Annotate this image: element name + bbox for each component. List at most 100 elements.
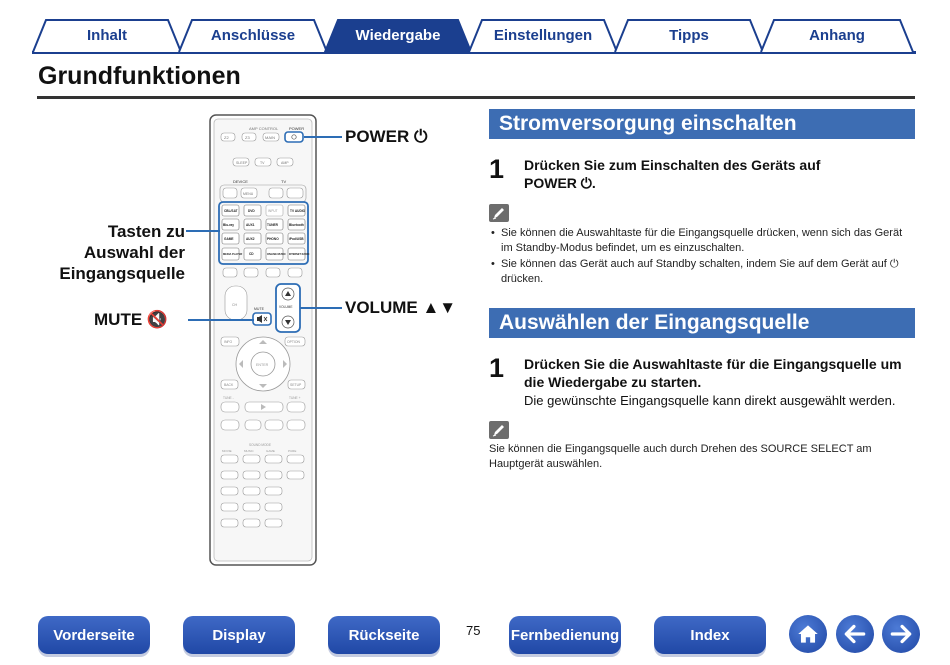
arrow-right-icon [890,624,912,644]
callout-input-keys-line3: Eingangsquelle [59,264,185,283]
section-power-heading: Stromversorgung einschalten [489,109,915,139]
page-title: Grundfunktionen [38,62,241,90]
tab-anschluesse[interactable]: Anschlüsse [178,18,328,52]
section-power-notes: Sie können die Auswahltaste für die Eing… [489,226,915,288]
tab-wiedergabe-label: Wiedergabe [355,26,441,44]
section-input-step-text: Drücken Sie die Auswahltaste für die Ein… [524,356,902,390]
tab-einstellungen-label: Einstellungen [493,26,593,44]
callout-mute: MUTE 🔇 [94,310,169,329]
top-tab-bar: Inhalt Anschlüsse Wiedergabe Einstellung… [32,18,916,54]
callout-power: POWER ⏻ [345,127,428,146]
remote-cbl-sat-label: CBL/SAT [224,209,238,213]
remote-z3-label: Z3 [245,135,250,140]
nav-index-button[interactable]: Index [654,616,766,654]
note-item: Sie können das Gerät auch auf Standby sc… [489,257,915,287]
tab-inhalt-label: Inhalt [87,26,127,44]
home-button[interactable] [789,615,827,653]
remote-tune-minus-label: TUNE - [223,396,234,400]
remote-zone-buttons: Z2 Z3 MAIN [220,132,280,142]
remote-top-buttons [232,157,294,167]
remote-ch-label: CH [232,303,238,307]
remote-cd-label: CD [249,252,254,256]
section-input-step-number: 1 [489,353,505,383]
remote-input-source-group [218,201,309,265]
remote-main-label: MAIN [265,135,275,140]
remote-media-player-label: MEDIA PLAYER [223,252,242,256]
section-input-step-sub: Die gewünschte Eingangsquelle kann direk… [524,393,896,408]
remote-mute-label: MUTE [254,307,265,311]
remote-pure-label: PURE [288,449,296,453]
remote-back-label: BACK [224,383,234,387]
remote-option-label: OPTION [287,340,301,344]
callout-volume-line [300,307,342,309]
tab-anschluesse-label: Anschlüsse [210,26,296,44]
remote-device-label: DEVICE [233,179,248,184]
callout-input-keys-line2: Auswahl der [83,243,185,262]
callout-input-keys-line1: Tasten zu [107,222,185,241]
remote-bluetooth-label: Bluetooth [289,223,304,227]
remote-device-buttons [222,187,304,199]
tab-anhang-label: Anhang [809,26,865,44]
remote-usb-label: iPod/USB [289,237,304,241]
tab-einstellungen[interactable]: Einstellungen [468,18,618,52]
remote-tv-audio-label: TV AUDIO [290,209,306,213]
tab-wiedergabe[interactable]: Wiedergabe [324,18,472,52]
remote-power-button [284,131,304,143]
remote-volume-label: VOLUME [279,305,292,309]
remote-aux1-label: AUX1 [246,223,255,227]
remote-phono-label: PHONO [267,237,279,241]
remote-game-mode-label: GAME [266,449,275,453]
remote-dvd-label: DVD [248,209,255,213]
remote-sound-mode-label: SOUND MODE [249,443,271,447]
remote-movie-label: MOVIE [222,449,232,453]
home-icon [798,625,818,643]
nav-front-button[interactable]: Vorderseite [38,616,150,654]
remote-tuner-label: TUNER [267,223,279,227]
remote-input-label: INPUT [268,209,278,213]
remote-enter-label: ENTER [256,363,269,367]
tab-bar-baseline [32,51,916,54]
remote-control-illustration: AMP CONTROL POWER Z2 Z3 MAIN SLEEP TV AM… [209,114,317,566]
remote-z2-label: Z2 [224,135,229,140]
remote-amp-label: AMP [281,161,289,165]
tab-inhalt[interactable]: Inhalt [32,18,182,52]
remote-setup-button [287,379,306,390]
remote-tv-label: TV [260,161,265,165]
remote-menu-label: MENU [243,192,254,196]
nav-display-button[interactable]: Display [183,616,295,654]
nav-remote-button[interactable]: Fernbedienung [509,616,621,654]
remote-bluray-label: Blu-ray [223,223,234,227]
callout-power-line [304,136,342,138]
arrow-left-icon [844,624,866,644]
remote-mute-icon [257,315,262,323]
section-input-heading: Auswählen der Eingangsquelle [489,308,915,338]
forward-button[interactable] [882,615,920,653]
nav-rear-button[interactable]: Rückseite [328,616,440,654]
tab-tipps-label: Tipps [669,26,709,44]
remote-navigation-pad [235,336,291,392]
remote-aux2-label: AUX2 [246,237,255,241]
remote-tv-group-label: TV [281,179,286,184]
remote-amp-control-label: AMP CONTROL [249,126,279,131]
remote-online-music-label: ONLINE MUSIC [267,252,286,256]
tab-tipps[interactable]: Tipps [614,18,764,52]
note-pencil-icon [489,204,509,222]
remote-power-icon [291,134,297,140]
remote-info-button [220,336,240,347]
tab-anhang[interactable]: Anhang [760,18,914,52]
remote-game-label: GAME [224,237,234,241]
remote-keypad [220,454,305,528]
remote-setup-label: SETUP [290,383,302,387]
back-button[interactable] [836,615,874,653]
note-item: Sie können die Auswahltaste für die Eing… [489,226,915,256]
callout-mute-line [188,319,254,321]
remote-option-button [284,336,306,347]
remote-input-source-buttons [221,204,306,261]
remote-tune-plus-label: TUNE + [289,396,301,400]
callout-input-keys: Tasten zu Auswahl der Eingangsquelle [58,221,185,284]
section-input-note: Sie können die Eingangsquelle auch durch… [489,443,872,470]
remote-power-label: POWER [289,126,304,131]
remote-back-button [220,379,239,390]
page-number: 75 [466,623,481,638]
remote-transport-buttons [220,401,306,431]
